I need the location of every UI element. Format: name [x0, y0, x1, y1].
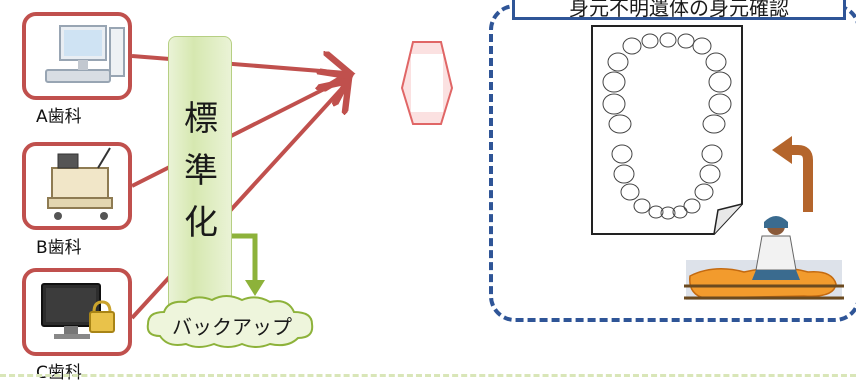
backup-cloud	[146, 295, 314, 348]
clinic-b-box	[22, 142, 132, 230]
identification-title: 身元不明遺体の身元確認	[512, 0, 846, 20]
bottom-divider	[0, 374, 856, 377]
dental-chart-document	[591, 25, 743, 235]
lower-teeth-arch-icon	[611, 144, 723, 220]
backup-label: バックアップ	[172, 315, 292, 339]
clinic-a-box	[22, 12, 132, 100]
arrow-b-to-center	[131, 78, 346, 188]
upper-teeth-arch-icon	[602, 32, 732, 134]
clinic-arrows	[130, 56, 346, 320]
turn-arrow-head	[772, 136, 792, 164]
arrow-a-to-center	[131, 56, 346, 73]
standardization-char-3: 化	[184, 203, 218, 243]
locked-monitor-icon	[41, 283, 115, 339]
clinic-c-box	[22, 268, 132, 356]
turn-arrow	[790, 145, 813, 212]
arrow-c-to-center	[130, 84, 346, 320]
backup-arrow-head	[245, 280, 265, 296]
clinic-a-label: A歯科	[36, 107, 82, 127]
desktop-computer-icon	[45, 25, 125, 83]
clinic-b-label: B歯科	[36, 238, 82, 258]
standardization-column: 標 準 化	[168, 36, 232, 328]
dental-device-icon	[47, 147, 113, 220]
clinic-c-label: C歯科	[36, 363, 82, 383]
standardization-char-2: 準	[184, 151, 218, 191]
examiner-with-body-illustration	[684, 216, 844, 300]
standardization-char-1: 標	[184, 99, 218, 139]
backup-arrow	[232, 233, 258, 282]
